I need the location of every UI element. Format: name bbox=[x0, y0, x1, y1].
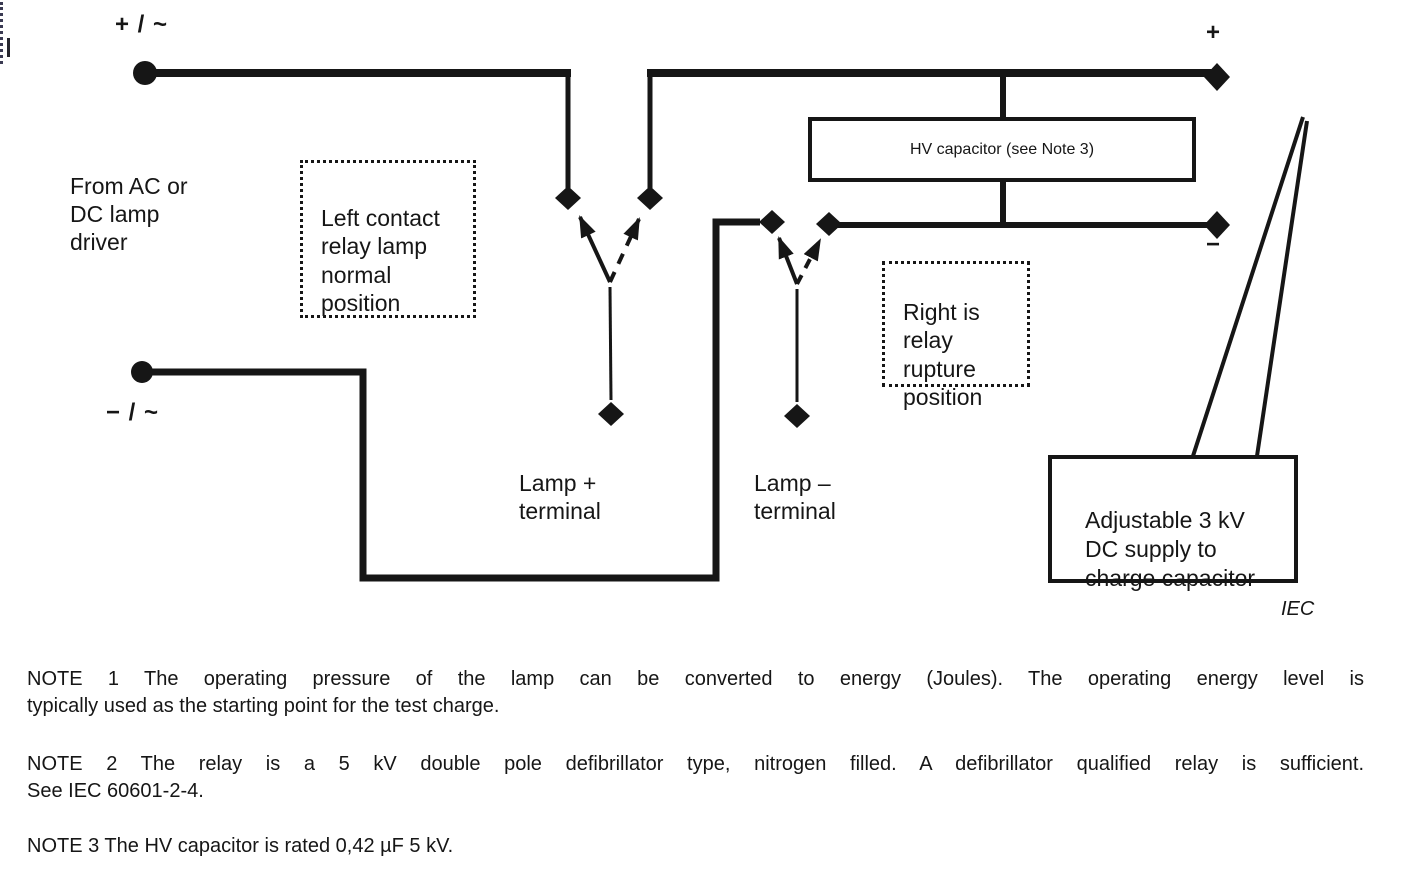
left-relay-arm-rupture-dashed bbox=[608, 217, 641, 283]
lamp-driver-label: From AC or DC lamp driver bbox=[70, 173, 188, 255]
note-2: NOTE 2 The relay is a 5 kV double pole d… bbox=[27, 751, 1364, 805]
right-relay-note-box: Right is relay rupture position bbox=[882, 261, 1030, 410]
note-3: NOTE 3 The HV capacitor is rated 0,42 µF… bbox=[27, 833, 1364, 860]
wire-bottom-path bbox=[142, 218, 760, 582]
diamond-terminal-minus bbox=[1204, 211, 1230, 239]
diamond-terminal-plus bbox=[1204, 63, 1230, 91]
cap-plus-label: + bbox=[1206, 19, 1222, 46]
supply-callout-line-left bbox=[1191, 116, 1305, 457]
note-2-line-2: See IEC 60601-2-4. bbox=[27, 780, 204, 802]
left-relay-arm-normal bbox=[578, 215, 612, 283]
right-relay-arm-rupture-dashed bbox=[795, 238, 822, 285]
left-relay-note-box: Left contact relay lamp normal position bbox=[300, 160, 476, 318]
top-left-polarity-label: + / ~ bbox=[115, 11, 169, 38]
right-relay-contact-right-diamond bbox=[816, 212, 842, 236]
circuit-diagram bbox=[131, 61, 1309, 582]
left-relay-contact-right-diamond bbox=[637, 186, 663, 210]
lamp-plus-terminal-label: Lamp + terminal bbox=[519, 470, 601, 524]
lamp-minus-terminal-label: Lamp – terminal bbox=[754, 470, 836, 524]
left-relay-note-label: Left contact relay lamp normal position bbox=[321, 204, 440, 317]
cap-minus-label: − bbox=[1206, 231, 1222, 258]
note-1: NOTE 1 The operating pressure of the lam… bbox=[27, 666, 1364, 720]
left-relay-contact-left-diamond bbox=[555, 186, 581, 210]
note-1-line-2: typically used as the starting point for… bbox=[27, 695, 500, 717]
scan-artifact-dotted-edge bbox=[0, 2, 3, 64]
lamp-minus-terminal-diamond bbox=[784, 404, 810, 428]
lamp-plus-terminal-diamond bbox=[598, 402, 624, 426]
hv-capacitor-box: HV capacitor (see Note 3) bbox=[808, 117, 1196, 182]
right-relay-arm-normal bbox=[777, 236, 799, 285]
iec-credit-label: IEC bbox=[1281, 598, 1315, 620]
note-3-line-1: NOTE 3 The HV capacitor is rated 0,42 µF… bbox=[27, 835, 454, 857]
dc-supply-box: Adjustable 3 kV DC supply to charge capa… bbox=[1048, 455, 1298, 591]
hv-capacitor-label: HV capacitor (see Note 3) bbox=[909, 140, 1095, 158]
dc-supply-label: Adjustable 3 kV DC supply to charge capa… bbox=[1085, 507, 1256, 591]
right-relay-note-label: Right is relay rupture position bbox=[903, 298, 983, 411]
left-relay-stem bbox=[608, 286, 613, 401]
note-2-line-1: NOTE 2 The relay is a 5 kV double pole d… bbox=[27, 753, 1364, 775]
supply-callout-line-right bbox=[1255, 120, 1309, 457]
bottom-left-polarity-label: − / ~ bbox=[106, 399, 160, 426]
note-1-line-1: NOTE 1 The operating pressure of the lam… bbox=[27, 668, 1364, 690]
right-relay-contact-left-diamond bbox=[759, 210, 785, 234]
scan-artifact-dash bbox=[7, 38, 10, 57]
